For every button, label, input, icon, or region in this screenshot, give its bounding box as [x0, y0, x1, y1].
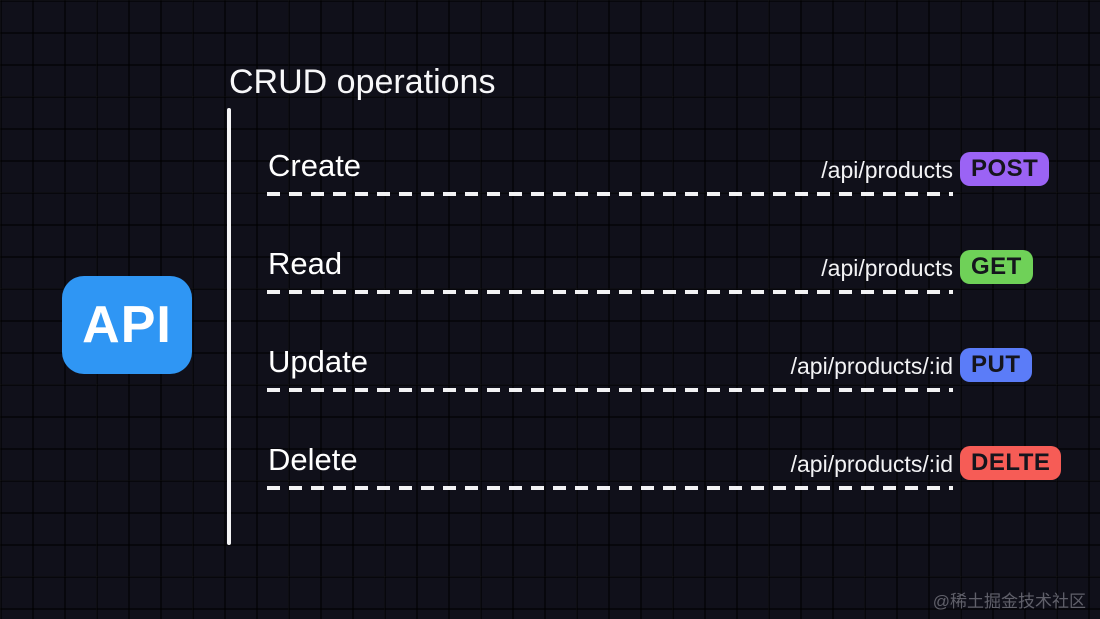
operation-label: Delete — [268, 442, 358, 477]
endpoint-path: /api/products — [821, 157, 953, 183]
endpoint-path: /api/products — [821, 255, 953, 281]
http-method-badge: DELTE — [960, 446, 1062, 480]
dashed-connector-line — [267, 486, 953, 490]
page-title: CRUD operations — [229, 63, 496, 101]
http-method-badge: PUT — [960, 348, 1032, 382]
crud-row-read: Read /api/products GET — [267, 238, 1045, 336]
operation-label: Read — [268, 246, 343, 281]
vertical-divider-line — [227, 108, 231, 545]
operation-label: Update — [268, 344, 368, 379]
http-method-badge: POST — [960, 152, 1050, 186]
endpoint-path: /api/products/:id — [790, 451, 953, 477]
crud-rows: Create /api/products POST Read /api/prod… — [267, 140, 1062, 532]
http-method-badge: GET — [960, 250, 1033, 284]
api-logo-badge: API — [62, 276, 192, 374]
crud-row-delete: Delete /api/products/:id DELTE — [267, 434, 1062, 532]
watermark-text: @稀土掘金技术社区 — [932, 592, 1086, 611]
endpoint-path: /api/products/:id — [790, 353, 953, 379]
operation-label: Create — [268, 148, 362, 183]
crud-row-update: Update /api/products/:id PUT — [267, 336, 1045, 434]
crud-row-create: Create /api/products POST — [267, 140, 1050, 238]
dashed-connector-line — [267, 388, 953, 392]
dashed-connector-line — [267, 192, 953, 196]
dashed-connector-line — [267, 290, 953, 294]
